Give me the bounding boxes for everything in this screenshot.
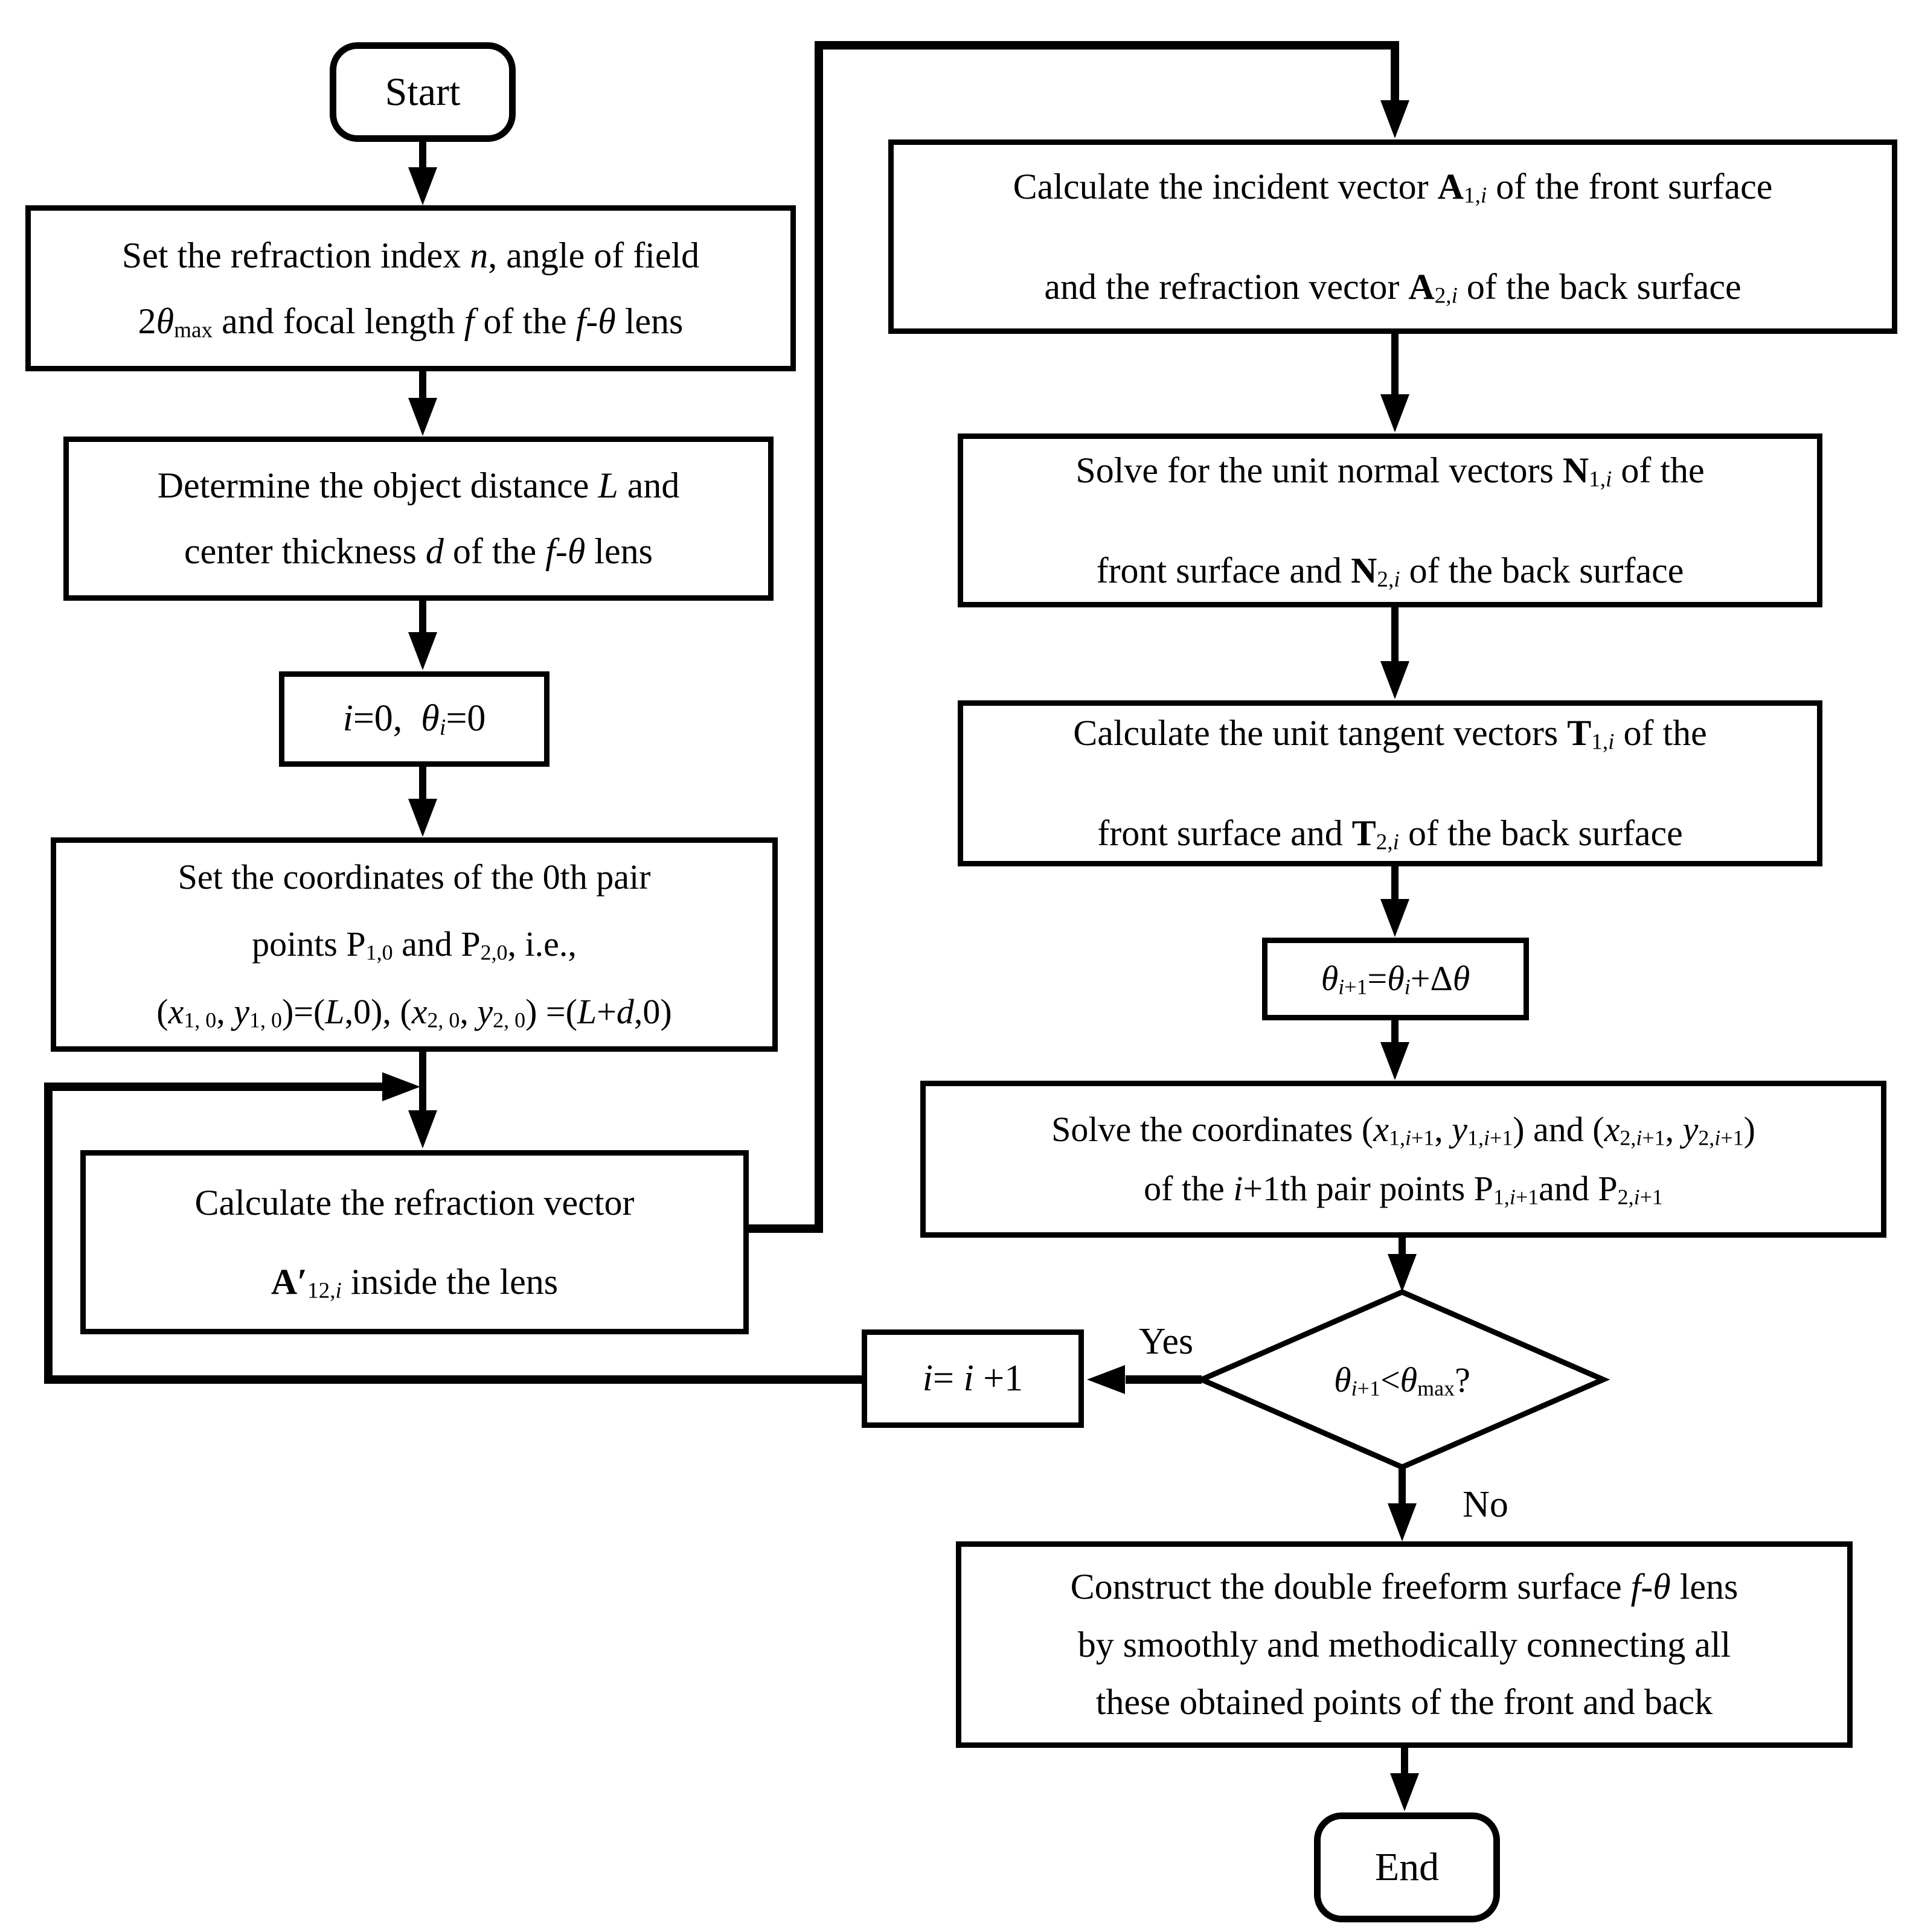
node-text-line: θi+1=θi+Δθ	[1321, 959, 1470, 999]
start-label: Start	[385, 69, 461, 114]
arrowhead-down-icon	[1380, 100, 1409, 138]
arrowhead-down-icon	[408, 632, 437, 670]
arrowhead-down-icon	[1388, 1254, 1417, 1292]
node-start: Start	[330, 42, 516, 142]
arrowhead-down-icon	[1388, 1503, 1417, 1541]
edge-refraction-to-incident	[745, 41, 1399, 1233]
node-text-line: by smoothly and methodically connecting …	[1077, 1624, 1731, 1665]
node-set-parameters: Set the refraction index n, angle of fie…	[25, 205, 796, 371]
edge-loopback	[44, 1083, 866, 1384]
node-text-line: A′12,i inside the lens	[271, 1261, 559, 1303]
node-text-line: points P1,0 and P2,0, i.e.,	[252, 924, 577, 965]
node-text-line: Set the refraction index n, angle of fie…	[121, 235, 700, 275]
node-determine-distance: Determine the object distance L and cent…	[63, 437, 774, 601]
node-theta-increment: θi+1=θi+Δθ	[1262, 938, 1529, 1020]
yes-label-text: Yes	[1138, 1320, 1194, 1362]
node-decision-theta: θi+1<θmax?	[1221, 1352, 1583, 1407]
arrowhead-down-icon	[1380, 661, 1409, 699]
node-unit-tangent-vectors: Calculate the unit tangent vectors T1,i …	[958, 700, 1822, 866]
node-text-line: Determine the object distance L and	[157, 465, 680, 506]
node-text-line: 2θmax and focal length f of the f-θ lens	[138, 301, 684, 343]
node-text-line: of the i+1th pair points P1,i+1and P2,i+…	[1144, 1169, 1663, 1209]
node-incident-refraction-vectors: Calculate the incident vector A1,i of th…	[888, 139, 1897, 334]
arrowhead-down-icon	[408, 799, 437, 837]
arrowhead-down-icon	[408, 398, 437, 436]
node-set-initial-coordinates: Set the coordinates of the 0th pair poin…	[51, 837, 778, 1052]
node-text-line: Calculate the unit tangent vectors T1,i …	[1073, 713, 1707, 755]
node-text-line: i=0, θi=0	[342, 698, 486, 741]
node-refraction-vector: Calculate the refraction vector A′12,i i…	[80, 1150, 749, 1334]
node-text-line: i= i +1	[922, 1357, 1024, 1399]
arrowhead-down-icon	[1380, 899, 1409, 937]
node-text-line: Solve for the unit normal vectors N1,i o…	[1075, 450, 1705, 492]
node-increment-i: i= i +1	[862, 1329, 1084, 1428]
node-unit-normal-vectors: Solve for the unit normal vectors N1,i o…	[958, 433, 1822, 607]
node-init-counters: i=0, θi=0	[279, 671, 550, 767]
node-end: End	[1314, 1812, 1500, 1922]
node-text-line: front surface and N2,i of the back surfa…	[1096, 550, 1684, 592]
node-text-line: Construct the double freeform surface f-…	[1070, 1566, 1738, 1607]
node-text-line: these obtained points of the front and b…	[1095, 1682, 1713, 1722]
arrowhead-down-icon	[1380, 1042, 1409, 1080]
node-text-line: Calculate the incident vector A1,i of th…	[1013, 166, 1773, 208]
arrowhead-down-icon	[1380, 394, 1409, 432]
edge-label-yes: Yes	[1121, 1317, 1211, 1366]
node-construct-lens: Construct the double freeform surface f-…	[956, 1541, 1853, 1748]
node-text-line: (x1, 0, y1, 0)=(L,0), (x2, 0, y2, 0) =(L…	[156, 991, 672, 1032]
node-text-line: Set the coordinates of the 0th pair	[178, 857, 651, 897]
node-text-line: Calculate the refraction vector	[194, 1182, 635, 1223]
node-text-line: center thickness d of the f-θ lens	[184, 531, 653, 571]
arrowhead-right-icon	[382, 1072, 420, 1101]
decision-label: θi+1<θmax?	[1334, 1360, 1470, 1400]
arrowhead-down-icon	[408, 167, 437, 205]
no-label-text: No	[1463, 1483, 1508, 1525]
arrowhead-left-icon	[1087, 1365, 1125, 1394]
end-label: End	[1374, 1845, 1440, 1890]
node-text-line: Solve the coordinates (x1,i+1, y1,i+1) a…	[1051, 1109, 1755, 1150]
node-text-line: and the refraction vector A2,i of the ba…	[1044, 266, 1742, 309]
edge-label-no: No	[1443, 1480, 1528, 1529]
arrowhead-down-icon	[408, 1110, 437, 1148]
node-solve-next-coordinates: Solve the coordinates (x1,i+1, y1,i+1) a…	[920, 1081, 1886, 1238]
arrowhead-down-icon	[1390, 1773, 1419, 1811]
node-text-line: front surface and T2,i of the back surfa…	[1097, 813, 1683, 855]
